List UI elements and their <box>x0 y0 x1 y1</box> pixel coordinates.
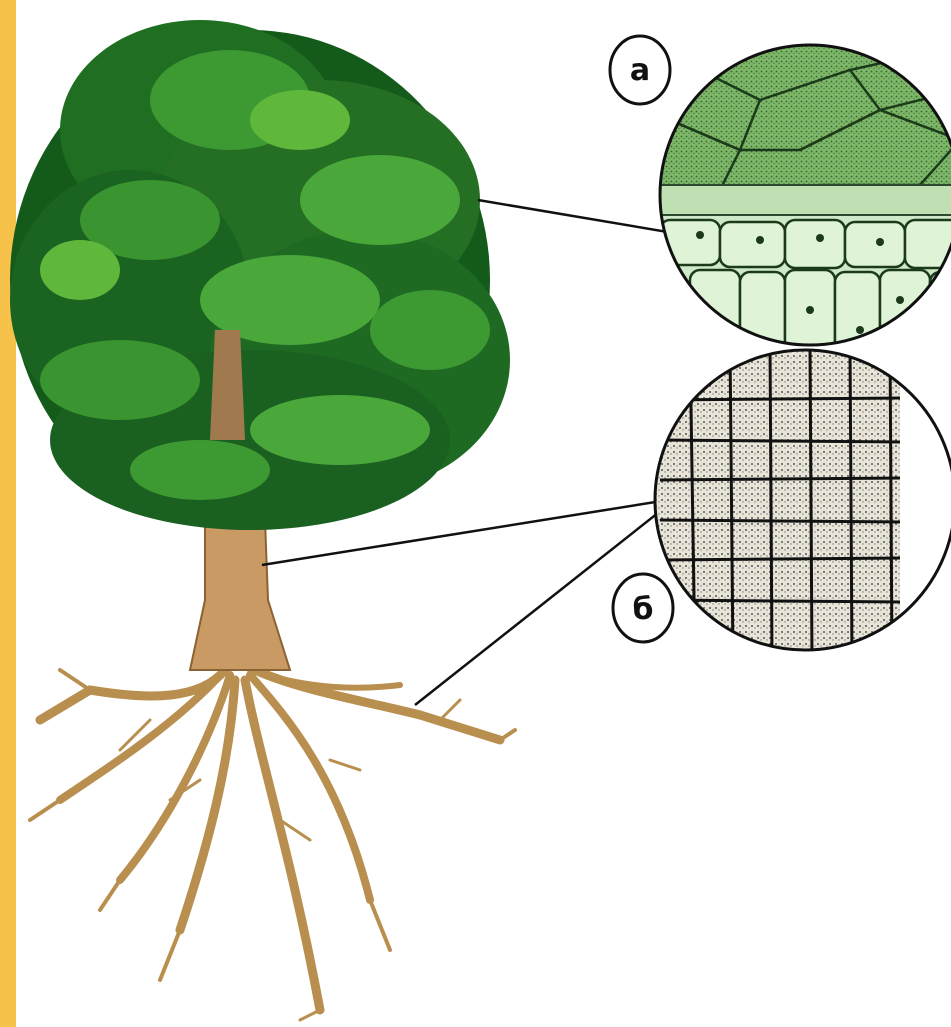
leaf-tissue-magnifier <box>655 40 951 360</box>
wood-tissue-magnifier <box>650 345 951 665</box>
label-a-text: а <box>630 53 650 88</box>
inner-branch <box>210 330 245 440</box>
label-b-text: б <box>633 592 654 627</box>
tree-roots <box>30 670 515 1020</box>
label-a: а <box>610 36 670 104</box>
label-b: б <box>613 574 673 642</box>
tree-crown <box>10 20 510 530</box>
